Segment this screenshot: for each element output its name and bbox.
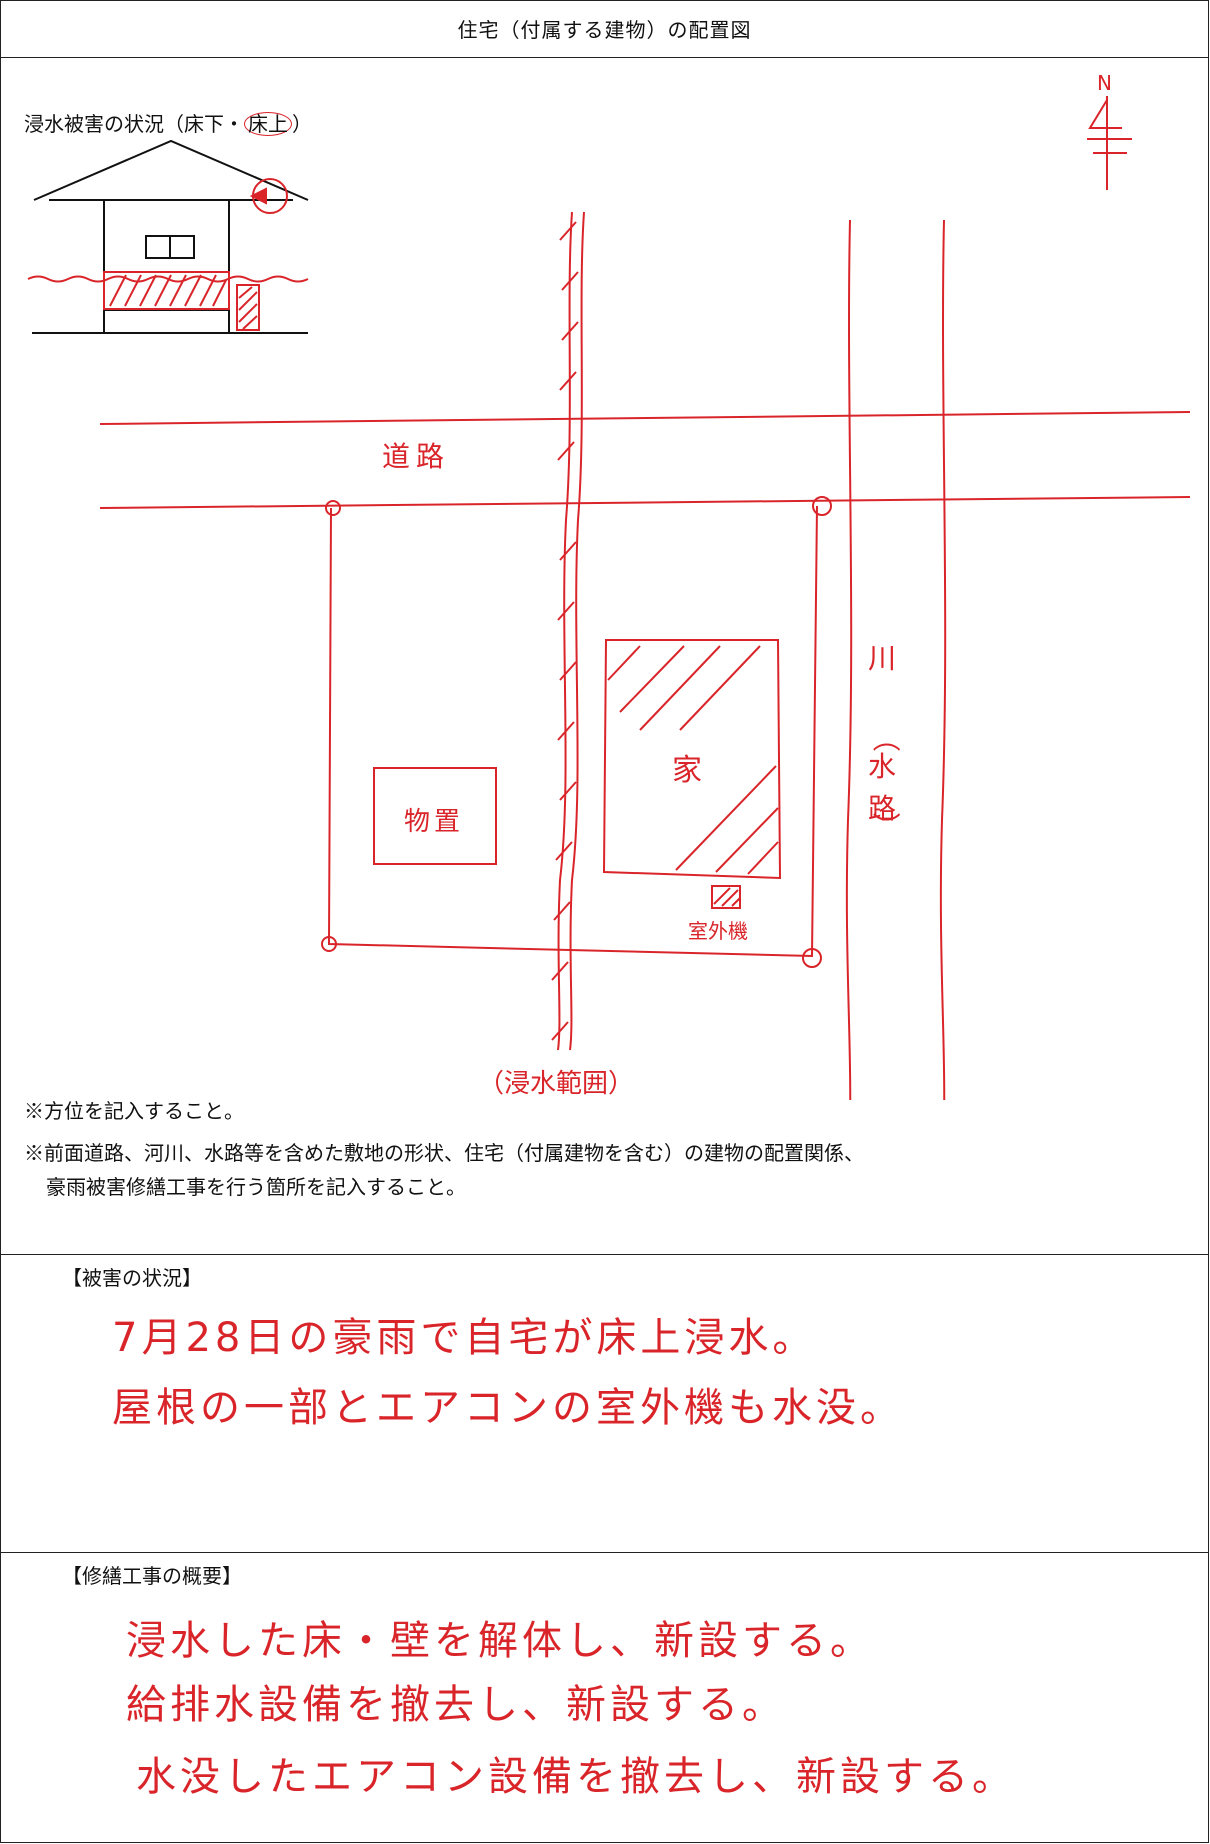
flood-range-boundary xyxy=(551,211,585,1051)
lot-boundary xyxy=(321,496,832,968)
repair-line-2: 給排水設備を撤去し、新設する。 xyxy=(126,1682,786,1728)
flood-boundary-hatch xyxy=(551,221,579,1041)
lot-corner-ne xyxy=(812,496,832,516)
shed-outline xyxy=(373,767,497,865)
outdoor-unit-box xyxy=(711,885,741,909)
section-walls xyxy=(103,199,230,334)
damage-section-divider xyxy=(0,1254,1209,1255)
section-outdoor-unit xyxy=(236,284,260,331)
section-flooded-area xyxy=(103,271,230,310)
flood-status-label: 浸水被害の状況（床下・床上） xyxy=(24,108,312,137)
repair-line-3: 水没したエアコン設備を撤去し、新設する。 xyxy=(136,1754,1016,1800)
road-label: 道路 xyxy=(382,440,450,473)
repair-line-1: 浸水した床・壁を解体し、新設する。 xyxy=(126,1618,874,1664)
river-label: 川 （ 水 路 ） xyxy=(868,642,902,840)
road-south-edge xyxy=(99,496,1191,509)
note-layout-line1: ※前面道路、河川、水路等を含めた敷地の形状、住宅（付属建物を含む）の建物の配置関… xyxy=(24,1141,864,1165)
lot-boundary-line xyxy=(327,505,818,958)
lot-corner-se xyxy=(802,948,822,968)
river-label-paren-open: （ xyxy=(869,724,902,752)
outdoor-unit xyxy=(711,885,741,909)
site-plan-drawing: N 道路 （浸水範囲） 川 （ 水 路 ） xyxy=(27,71,1191,1100)
damage-line-1: 7月28日の豪雨で自宅が床上浸水。 xyxy=(112,1315,817,1361)
compass-arrow-head xyxy=(1088,99,1122,129)
flood-range-label: （浸水範囲） xyxy=(478,1069,634,1099)
note-direction: ※方位を記入すること。 xyxy=(24,1099,244,1123)
lot-corner-nw xyxy=(325,500,341,516)
river-east-bank xyxy=(939,219,947,1100)
repair-section-divider xyxy=(0,1552,1209,1553)
river xyxy=(845,219,947,1100)
flood-status-prefix: 浸水被害の状況（床下・ xyxy=(24,112,244,136)
river-west-bank xyxy=(845,219,853,1100)
house-label: 家 xyxy=(672,753,702,788)
damage-heading: 【被害の状況】 xyxy=(62,1266,202,1290)
road-north-edge xyxy=(99,411,1191,425)
compass: N xyxy=(1087,71,1132,190)
flood-boundary-line-left xyxy=(557,211,573,1051)
section-flood-markings xyxy=(27,178,309,331)
note-layout-line2: 豪雨被害修繕工事を行う箇所を記入すること。 xyxy=(46,1175,466,1199)
section-roof-damage-fill xyxy=(249,187,267,205)
section-outdoor-unit-hatch xyxy=(238,286,258,330)
river-label-water: 水 xyxy=(868,750,896,783)
house-footprint xyxy=(602,639,782,880)
outdoor-unit-label: 室外機 xyxy=(688,919,748,943)
damage-line-2: 屋根の一部とエアコンの室外機も水没。 xyxy=(112,1385,904,1431)
flood-status-selected: 床上 xyxy=(244,112,292,136)
house-outline xyxy=(602,639,782,880)
section-flooded-hatching xyxy=(109,274,227,307)
repair-heading: 【修繕工事の概要】 xyxy=(62,1564,242,1588)
river-label-paren-close: ） xyxy=(869,812,902,840)
title-text: 住宅（付属する建物）の配置図 xyxy=(457,18,752,42)
flood-status-suffix: ） xyxy=(292,112,312,136)
compass-north-label: N xyxy=(1097,71,1112,95)
shed-label: 物置 xyxy=(404,807,464,837)
flood-boundary-line-right xyxy=(569,211,585,1051)
page-title: 住宅（付属する建物）の配置図 xyxy=(0,0,1209,58)
river-label-river: 川 xyxy=(868,642,896,675)
house-hatching xyxy=(607,645,779,875)
road xyxy=(99,411,1191,509)
lot-corner-sw xyxy=(321,936,337,952)
river-label-path: 路 xyxy=(868,792,896,825)
